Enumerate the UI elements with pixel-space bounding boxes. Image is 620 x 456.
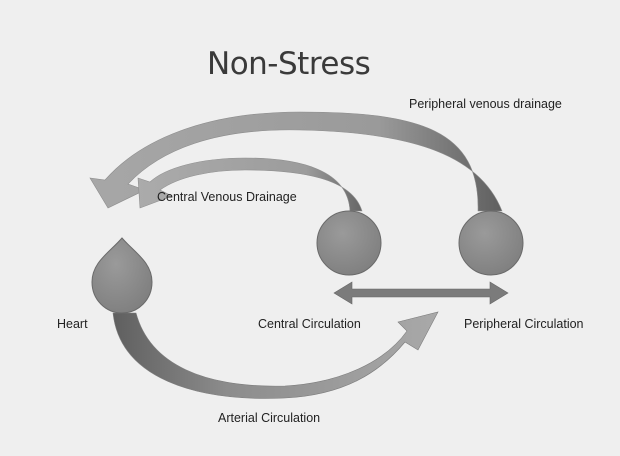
arterial-label: Arterial Circulation [218, 411, 321, 425]
peripheral-venous-label: Peripheral venous drainage [409, 97, 562, 111]
heart-label: Heart [57, 317, 88, 331]
central-circulation-label: Central Circulation [258, 317, 361, 331]
exchange-double-arrow [333, 281, 509, 305]
heart-node [91, 237, 153, 314]
diagram-title: Non-Stress [207, 46, 371, 82]
central-venous-label: Central Venous Drainage [157, 190, 297, 204]
arterial-arrow [112, 311, 439, 399]
peripheral-venous-arrow [89, 111, 503, 212]
central-venous-arrow [137, 157, 363, 212]
central-circulation-node [316, 210, 382, 276]
peripheral-circulation-label: Peripheral Circulation [464, 317, 584, 331]
peripheral-circulation-node [458, 210, 524, 276]
